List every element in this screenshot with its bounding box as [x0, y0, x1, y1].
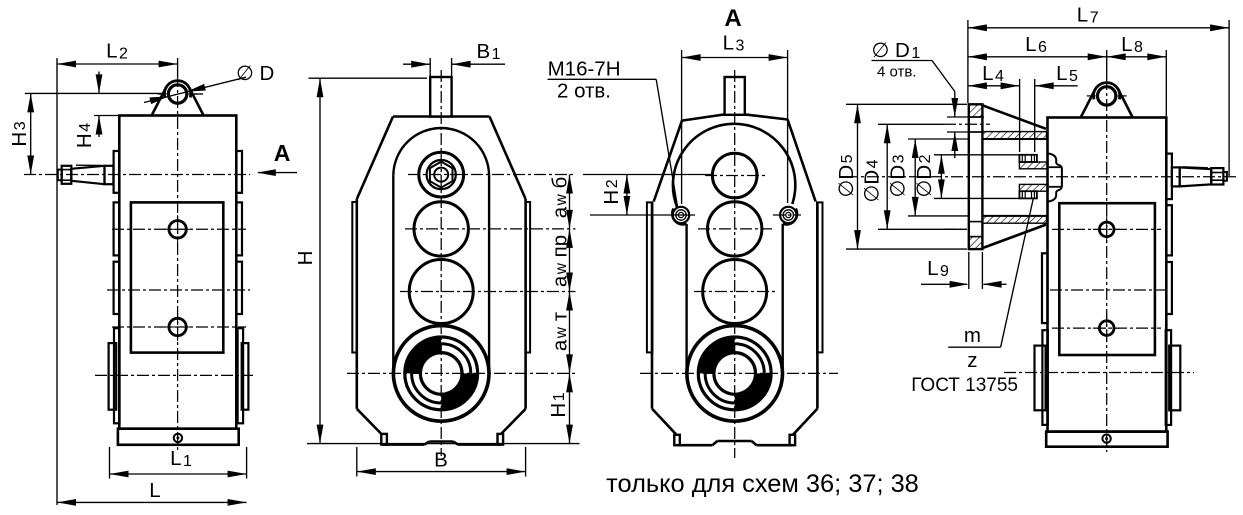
svg-text:только для схем 36; 37; 38: только для схем 36; 37; 38	[606, 470, 919, 498]
svg-text:∅ D: ∅ D	[236, 62, 274, 85]
svg-text:aw пр: aw пр	[548, 235, 571, 287]
svg-text:aw б: aw б	[548, 177, 571, 219]
svg-text:L2: L2	[106, 40, 128, 63]
svg-text:2 отв.: 2 отв.	[557, 80, 611, 103]
svg-text:L4: L4	[982, 62, 1004, 85]
svg-text:H: H	[294, 251, 317, 266]
svg-text:B: B	[434, 449, 448, 472]
svg-text:M16-7H: M16-7H	[548, 58, 621, 81]
svg-text:L1: L1	[170, 447, 192, 470]
svg-text:L5: L5	[1056, 62, 1078, 85]
svg-text:aw т: aw т	[548, 311, 571, 351]
svg-text:L7: L7	[1077, 4, 1099, 27]
svg-text:L9: L9	[927, 257, 949, 280]
svg-text:m: m	[964, 324, 981, 347]
svg-text:4 отв.: 4 отв.	[877, 64, 917, 81]
svg-text:L3: L3	[723, 32, 745, 55]
svg-text:L8: L8	[1121, 33, 1143, 56]
svg-text:∅D3: ∅D3	[886, 154, 909, 197]
svg-text:∅ D1: ∅ D1	[872, 39, 921, 62]
svg-text:z: z	[967, 349, 977, 372]
svg-text:A: A	[724, 5, 741, 32]
svg-text:B1: B1	[476, 40, 500, 63]
svg-text:H4: H4	[73, 123, 96, 148]
svg-text:L6: L6	[1025, 33, 1047, 56]
svg-text:H1: H1	[547, 392, 570, 417]
svg-text:A: A	[274, 140, 291, 166]
svg-text:H3: H3	[8, 121, 31, 146]
svg-text:ГОСТ 13755: ГОСТ 13755	[911, 375, 1018, 396]
svg-text:∅D4: ∅D4	[860, 159, 883, 202]
svg-text:∅D2: ∅D2	[913, 154, 936, 197]
svg-text:H2: H2	[600, 179, 623, 204]
svg-text:L: L	[149, 479, 160, 502]
svg-text:∅D5: ∅D5	[835, 154, 858, 197]
